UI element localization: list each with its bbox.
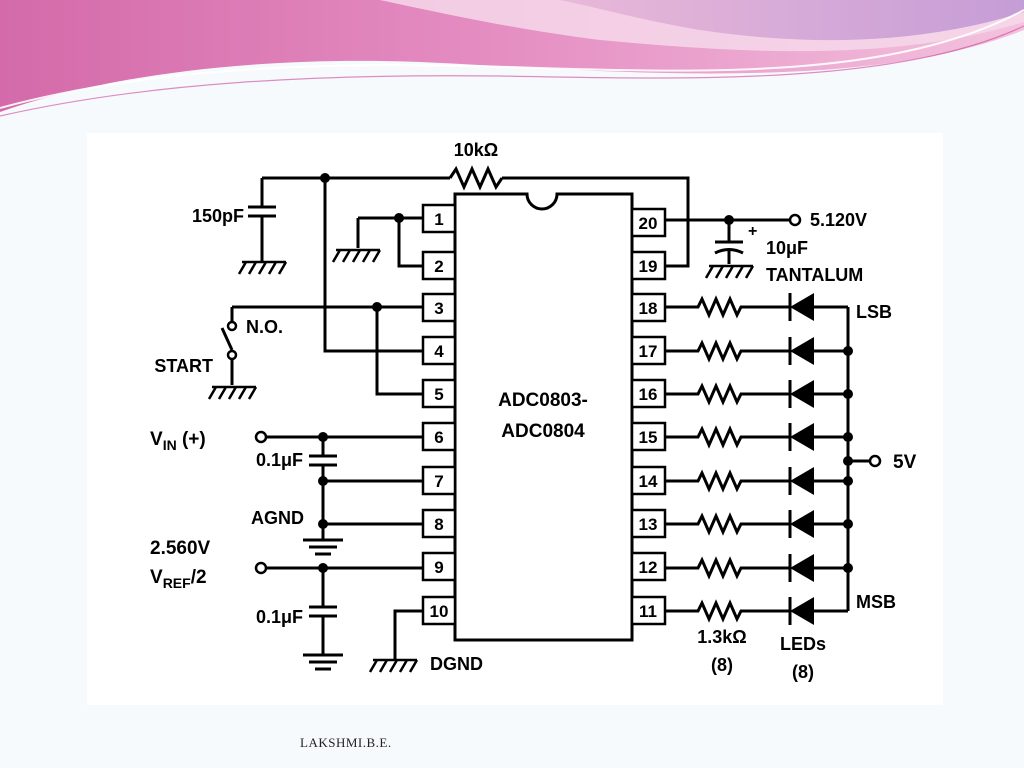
led-outputs — [665, 293, 882, 625]
led-channel-11 — [665, 597, 848, 625]
res-top-label: 10kΩ — [454, 140, 498, 160]
led-count-label: (8) — [792, 662, 814, 682]
pin1-pin2-ground — [331, 213, 423, 268]
dgnd-label: DGND — [430, 654, 483, 674]
vref-value-label: 2.560V — [150, 538, 211, 559]
cap-vin-label: 0.1μF — [256, 450, 303, 470]
pin-label: 2 — [434, 257, 443, 276]
leds-label: LEDs — [780, 634, 826, 654]
cap-clk-label: 150pF — [192, 206, 244, 226]
led-supply-label: 5V — [893, 452, 917, 473]
pin-label: 4 — [434, 342, 444, 361]
chip-name-line1: ADC0803- — [498, 390, 588, 411]
pin-label: 7 — [434, 472, 443, 491]
led-channel-14 — [665, 467, 853, 495]
start-switch — [207, 302, 423, 400]
switch-no-label: N.O. — [246, 317, 283, 337]
ic-body — [453, 192, 634, 642]
pin-label: 17 — [639, 342, 658, 361]
pin-label: 15 — [639, 428, 658, 447]
pin-label: 11 — [639, 602, 657, 621]
vin-label: VIN (+) — [150, 429, 206, 453]
pin-label: 20 — [639, 214, 658, 233]
lsb-label: LSB — [856, 302, 892, 322]
led-channel-16 — [665, 380, 853, 408]
cap-plus-label: + — [748, 223, 757, 240]
pin-label: 6 — [434, 428, 443, 447]
dgnd-network — [368, 609, 423, 673]
led-channel-13 — [665, 510, 853, 538]
led-channel-15 — [665, 423, 853, 451]
pin-label: 3 — [434, 299, 443, 318]
agnd-label: AGND — [251, 508, 304, 528]
pin-label: 9 — [434, 558, 443, 577]
res-led-label: 1.3kΩ — [697, 627, 746, 647]
pin-label: 14 — [639, 472, 658, 491]
pin-label: 18 — [639, 299, 658, 318]
vref-supply — [665, 213, 802, 279]
right-pin-boxes — [630, 207, 667, 626]
led-channel-12 — [665, 554, 853, 582]
pin-label: 16 — [639, 385, 658, 404]
cap-tant-value: 10μF — [766, 238, 808, 258]
clock-network — [237, 165, 690, 353]
header-swoosh-banner — [0, 0, 1024, 117]
pin-label: 13 — [639, 515, 658, 534]
vref-label: VREF/2 — [150, 567, 207, 591]
pin-label: 19 — [639, 257, 658, 276]
chip-name-line2: ADC0804 — [501, 421, 585, 442]
footer-author: LAKSHMI.B.E. — [300, 735, 392, 750]
cap-tant-type: TANTALUM — [766, 265, 863, 285]
vref-supply-label: 5.120V — [810, 210, 867, 230]
pin-label: 10 — [430, 602, 449, 621]
pin-label: 5 — [434, 385, 443, 404]
res-count-label: (8) — [711, 655, 733, 675]
cap-vref-label: 0.1μF — [256, 607, 303, 627]
led-channel-18 — [665, 293, 848, 321]
switch-start-label: START — [154, 356, 213, 376]
vin-network — [254, 430, 423, 556]
led-channel-17 — [665, 337, 853, 365]
msb-label: MSB — [856, 592, 896, 612]
pin-label: 1 — [434, 210, 443, 229]
vref-network — [254, 561, 423, 671]
pin-label: 12 — [639, 558, 658, 577]
pin-label: 8 — [434, 515, 443, 534]
